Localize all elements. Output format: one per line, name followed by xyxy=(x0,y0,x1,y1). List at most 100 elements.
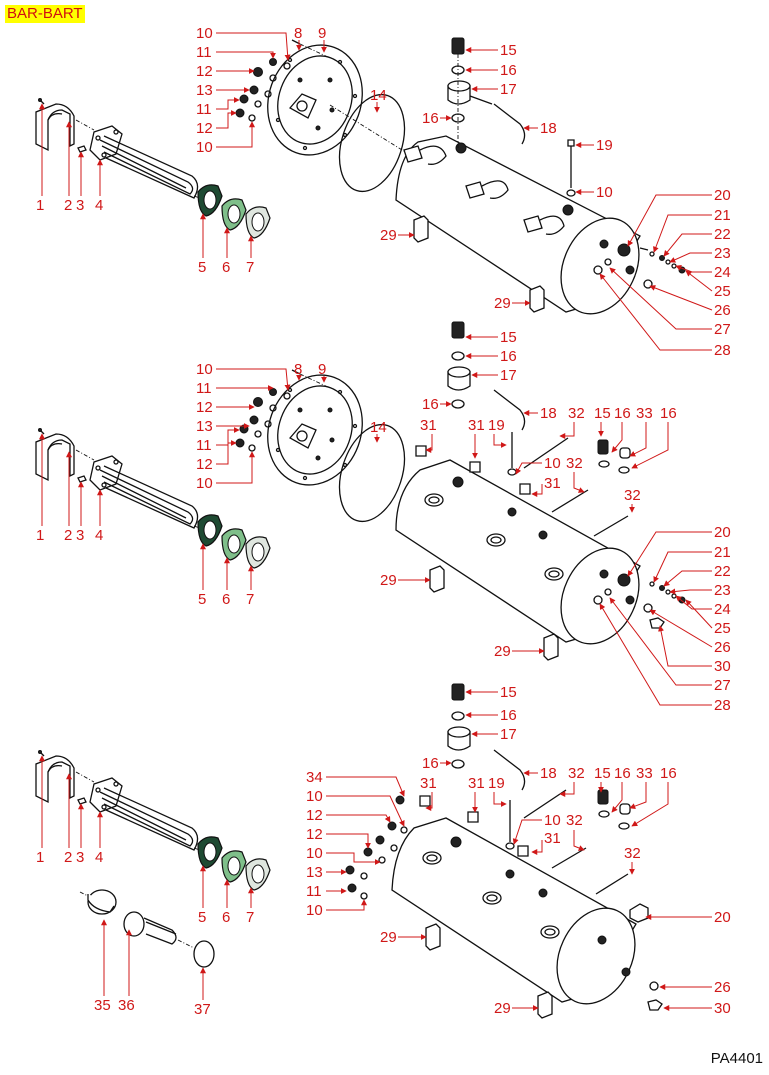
callout-leader-16 xyxy=(611,422,623,453)
callout-leader-21 xyxy=(653,214,712,253)
callout-leader-10 xyxy=(216,451,255,484)
callout-31: 31 xyxy=(420,775,437,792)
callout-28: 28 xyxy=(714,342,731,359)
small-heater-assembly xyxy=(79,889,215,968)
callout-29: 29 xyxy=(494,643,511,660)
callout-leader-22 xyxy=(663,570,712,587)
callout-leader-23 xyxy=(669,252,712,263)
callout-leader-16 xyxy=(611,782,623,813)
callout-leader-12 xyxy=(216,440,237,465)
end-fittings xyxy=(639,247,686,289)
callout-leader-20 xyxy=(627,531,712,577)
callout-29: 29 xyxy=(380,572,397,589)
callout-16: 16 xyxy=(660,765,677,782)
callout-23: 23 xyxy=(714,245,731,262)
callout-leader-10 xyxy=(326,899,367,911)
callout-16: 16 xyxy=(614,405,631,422)
callout-20: 20 xyxy=(714,187,731,204)
callout-16: 16 xyxy=(422,755,439,772)
callout-leader-12 xyxy=(326,814,391,823)
callout-leader-11 xyxy=(216,427,240,446)
callout-12: 12 xyxy=(306,807,323,824)
callout-30: 30 xyxy=(714,658,731,675)
callout-19: 19 xyxy=(488,417,505,434)
callout-leader-30 xyxy=(658,625,712,667)
callout-16: 16 xyxy=(500,707,517,724)
callout-leader-32 xyxy=(573,472,585,493)
callout-19: 19 xyxy=(596,137,613,154)
callout-12: 12 xyxy=(196,456,213,473)
callout-leader-32 xyxy=(573,830,585,851)
callout-leader-28 xyxy=(599,603,712,706)
callout-10: 10 xyxy=(196,361,213,378)
callout-9: 9 xyxy=(318,361,326,378)
callout-leader-31 xyxy=(425,434,433,453)
callout-27: 27 xyxy=(714,321,731,338)
callout-28: 28 xyxy=(714,697,731,714)
callout-leader-16 xyxy=(631,782,669,827)
callout-33: 33 xyxy=(636,405,653,422)
callout-13: 13 xyxy=(196,418,213,435)
callout-leader-11 xyxy=(216,51,276,59)
callout-3: 3 xyxy=(76,197,84,214)
callout-10: 10 xyxy=(544,812,561,829)
callout-25: 25 xyxy=(714,620,731,637)
callout-10: 10 xyxy=(544,455,561,472)
callout-leader-26 xyxy=(649,285,713,311)
callout-leader-34 xyxy=(326,776,405,797)
callout-30: 30 xyxy=(714,1000,731,1017)
callout-19: 19 xyxy=(488,775,505,792)
callout-6: 6 xyxy=(222,909,230,926)
callout-17: 17 xyxy=(500,81,517,98)
callout-32: 32 xyxy=(624,845,641,862)
callout-11: 11 xyxy=(196,101,212,118)
callout-leader-25 xyxy=(685,599,713,629)
callout-4: 4 xyxy=(95,527,103,544)
callout-22: 22 xyxy=(714,226,731,243)
callout-5: 5 xyxy=(198,591,206,608)
callout-16: 16 xyxy=(614,765,631,782)
callout-leader-10 xyxy=(326,795,405,827)
callout-2: 2 xyxy=(64,527,72,544)
callout-5: 5 xyxy=(198,909,206,926)
callout-leader-10 xyxy=(326,852,381,865)
callout-12: 12 xyxy=(196,120,213,137)
callout-31: 31 xyxy=(420,417,437,434)
callout-32: 32 xyxy=(566,812,583,829)
tank-body xyxy=(395,459,641,661)
end-fittings xyxy=(643,581,686,629)
callout-7: 7 xyxy=(246,591,254,608)
callout-leader-10 xyxy=(216,368,291,391)
callout-10: 10 xyxy=(196,475,213,492)
callout-3: 3 xyxy=(76,849,84,866)
callout-16: 16 xyxy=(660,405,677,422)
callout-17: 17 xyxy=(500,367,517,384)
callout-32: 32 xyxy=(566,455,583,472)
callout-leader-31 xyxy=(425,792,433,811)
heating-element-assembly xyxy=(35,97,271,239)
callout-leader-26 xyxy=(649,609,713,648)
callout-16: 16 xyxy=(500,62,517,79)
callout-10: 10 xyxy=(196,25,213,42)
callout-29: 29 xyxy=(494,295,511,312)
callout-11: 11 xyxy=(196,437,212,454)
view-1 xyxy=(35,30,686,315)
callout-6: 6 xyxy=(222,591,230,608)
callout-2: 2 xyxy=(64,197,72,214)
callout-31: 31 xyxy=(544,475,561,492)
model-tag: BAR-BART xyxy=(5,5,85,23)
callout-24: 24 xyxy=(714,601,731,618)
callout-13: 13 xyxy=(306,864,323,881)
callout-leader-10 xyxy=(216,32,291,61)
callout-2: 2 xyxy=(64,849,72,866)
callout-32: 32 xyxy=(624,487,641,504)
callout-27: 27 xyxy=(714,677,731,694)
callout-18: 18 xyxy=(540,120,557,137)
callout-31: 31 xyxy=(468,775,485,792)
callout-6: 6 xyxy=(222,259,230,276)
callout-leader-33 xyxy=(629,782,647,809)
callout-4: 4 xyxy=(95,849,103,866)
callout-35: 35 xyxy=(94,997,111,1014)
callout-leader-12 xyxy=(216,110,237,129)
callout-8: 8 xyxy=(294,25,302,42)
